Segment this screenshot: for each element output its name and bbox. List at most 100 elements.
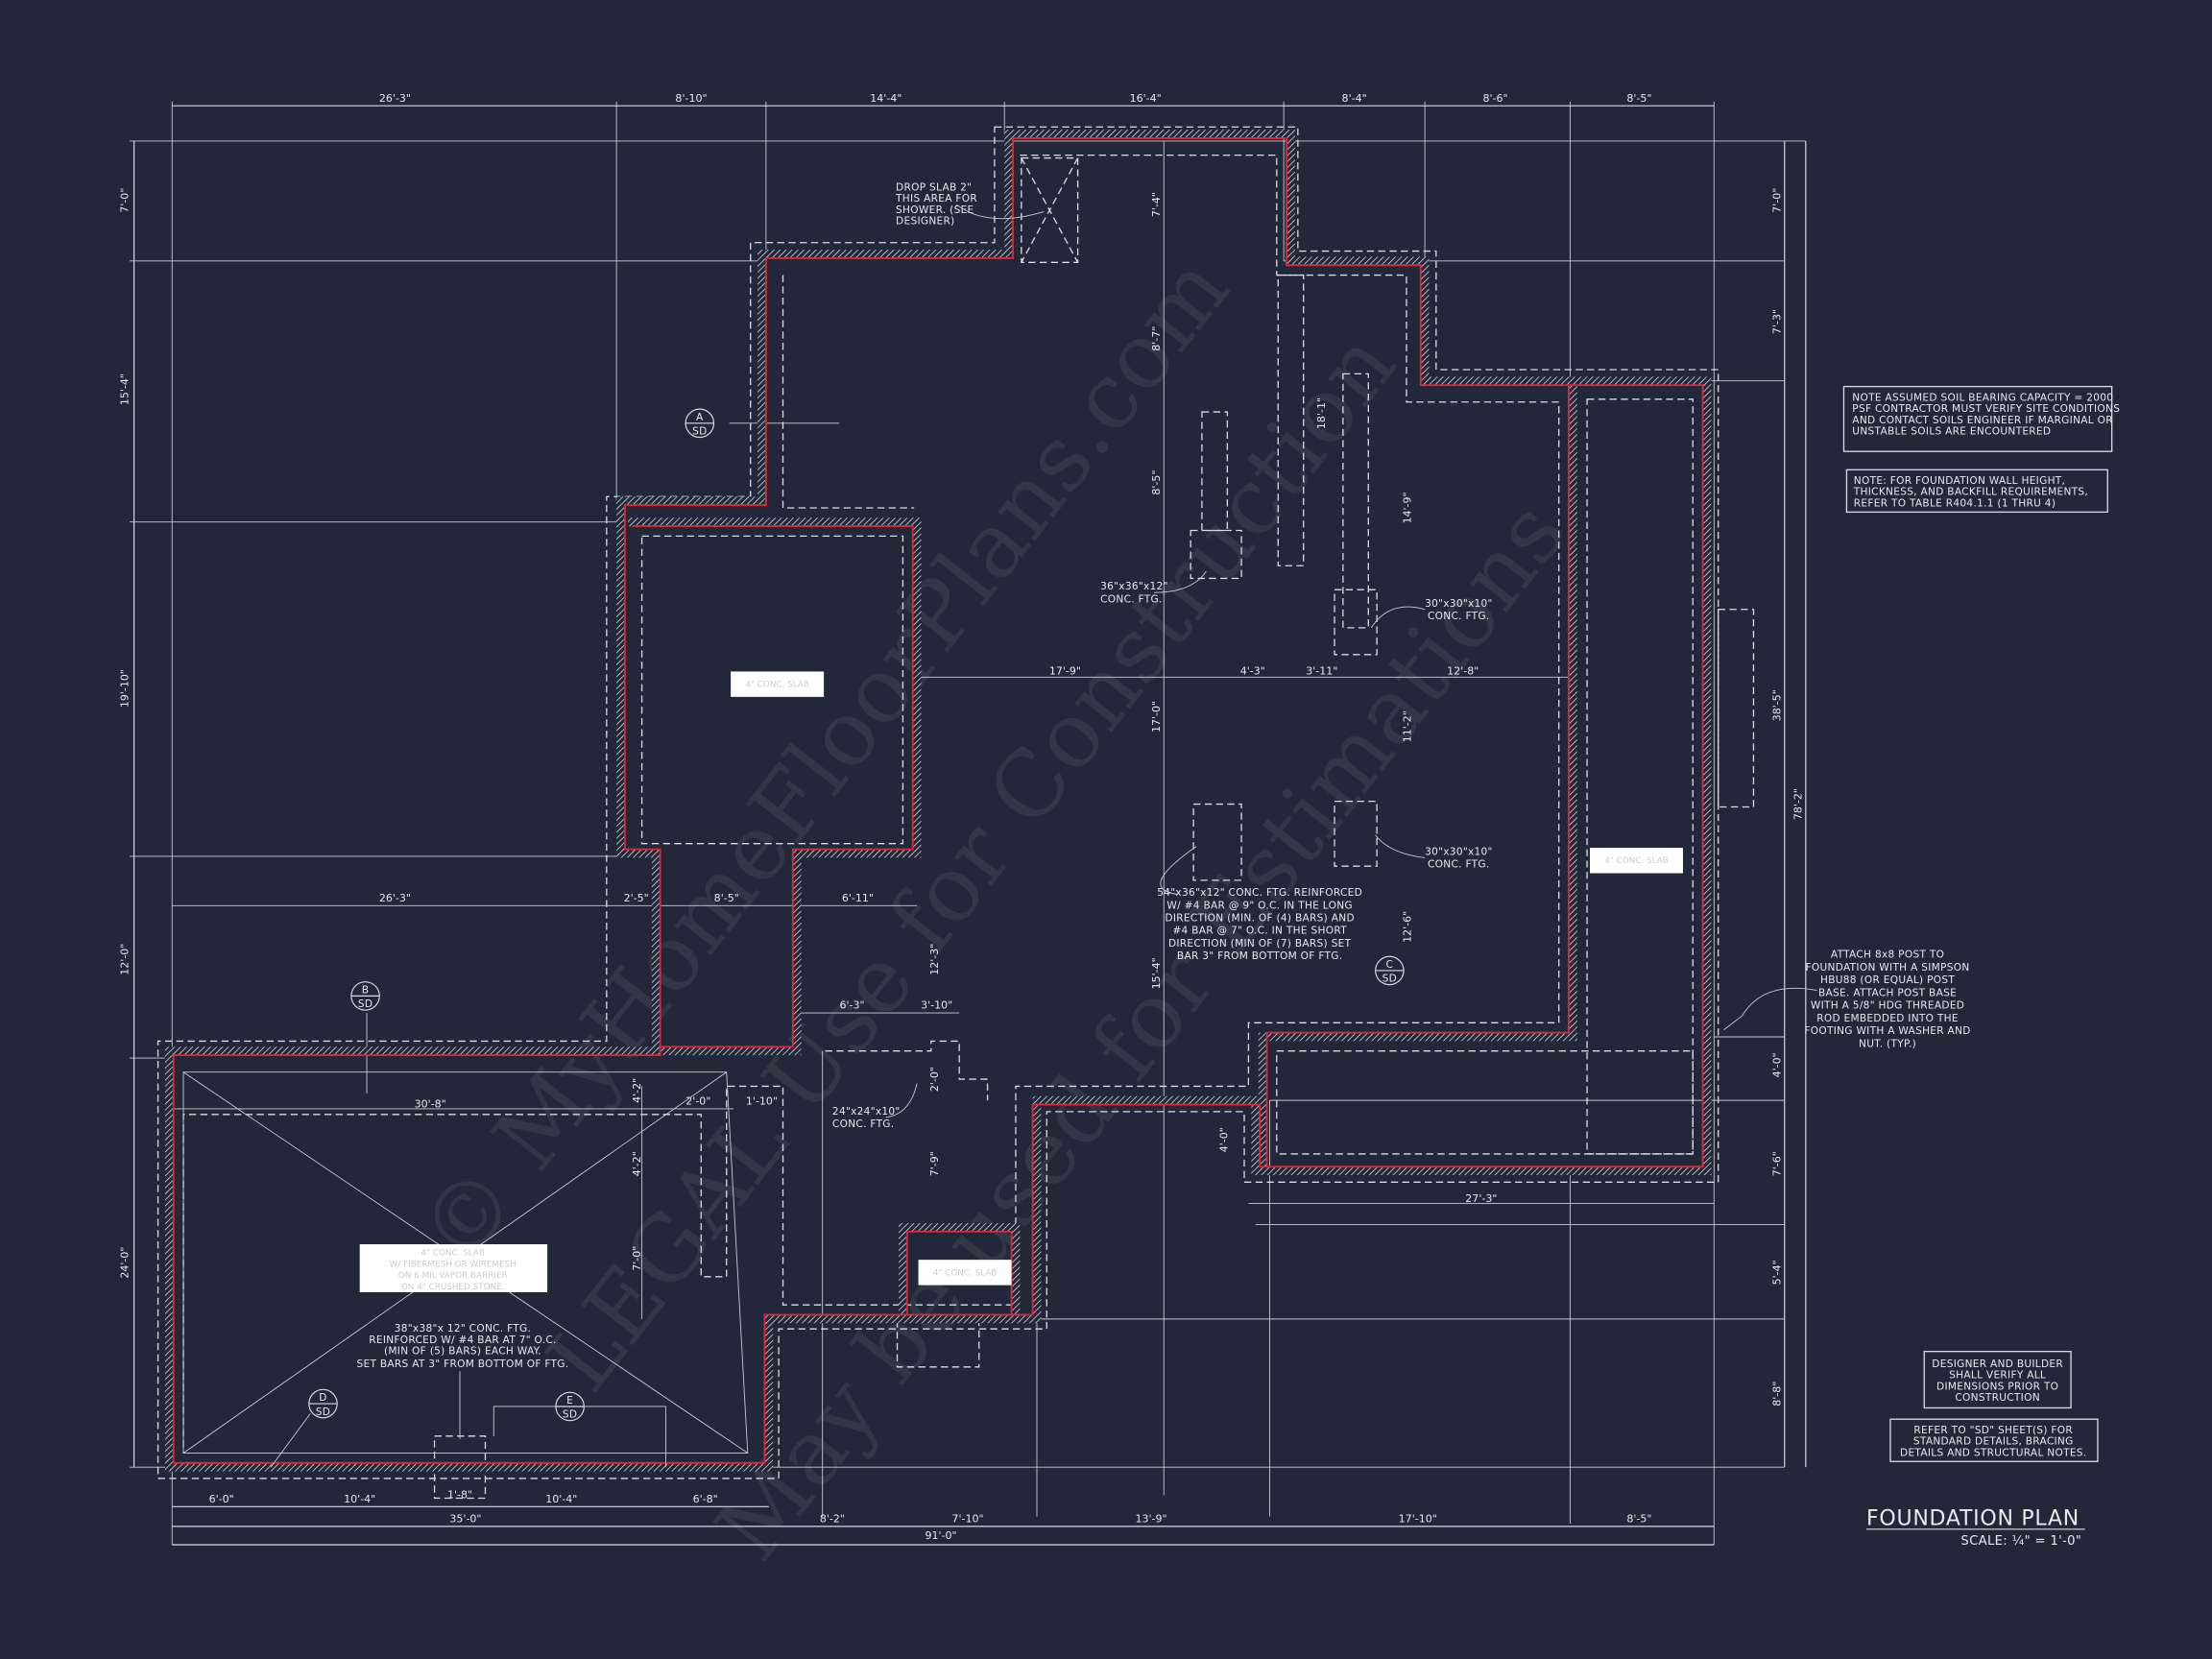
slab-labels: 4" CONC. SLAB 4" CONC. SLAB 4" CONC. SLA… (359, 671, 1683, 1292)
dim-interior: 3'-10" (921, 999, 952, 1012)
svg-text:ATTACH 8x8 POST TO: ATTACH 8x8 POST TO (1831, 950, 1944, 961)
annotations: DROP SLAB 2" THIS AREA FOR SHOWER. (SEE … (356, 181, 1970, 1439)
svg-text:24"x24"x10": 24"x24"x10" (832, 1106, 901, 1118)
dim-interior: 15'-4" (1150, 957, 1163, 989)
dim-top: 8'-6" (1483, 92, 1508, 105)
dim-interior: 12'-8" (1447, 664, 1479, 677)
top-dimensions: 26'-3" 8'-10" 14'-4" 16'-4" 8'-4" 8'-6" … (379, 92, 1652, 105)
svg-text:NUT. (TYP.): NUT. (TYP.) (1859, 1038, 1916, 1049)
slab-label-box (1590, 848, 1683, 874)
drawing-title: FOUNDATION PLAN (1866, 1506, 2080, 1530)
dim-bottom: 6'-0" (209, 1493, 234, 1505)
dim-right: 4'-0" (1770, 1052, 1783, 1077)
section-marker-a[interactable]: A SD (685, 408, 715, 439)
garage-slab-label: 4" CONC. SLAB (421, 1249, 485, 1259)
svg-text:(MIN OF (5) BARS) EACH WAY.: (MIN OF (5) BARS) EACH WAY. (384, 1346, 541, 1358)
dim-right: 7'-0" (1770, 188, 1783, 213)
left-dimensions: 7'-0" 15'-4" 19'-10" 12'-0" 24'-0" (119, 188, 132, 1279)
svg-text:DIRECTION (MIN. OF (4) BARS) A: DIRECTION (MIN. OF (4) BARS) AND (1165, 913, 1354, 925)
dim-bottom-total: 91'-0" (926, 1529, 957, 1542)
svg-text:CONC. FTG.: CONC. FTG. (1428, 611, 1490, 622)
dim-top: 8'-10" (675, 92, 707, 105)
dim-interior: 12'-3" (928, 944, 941, 975)
dim-right: 38'-5" (1770, 689, 1783, 721)
dim-left: 24'-0" (119, 1247, 132, 1279)
dimension-lines (133, 105, 1807, 1546)
dim-top: 16'-4" (1130, 92, 1162, 105)
svg-text:DESIGNER): DESIGNER) (896, 216, 955, 228)
section-marker-d[interactable]: D SD (270, 1388, 338, 1468)
slab-label-box (918, 1260, 1012, 1286)
svg-text:WITH A 5/8" HDG THREADED: WITH A 5/8" HDG THREADED (1811, 1000, 1964, 1012)
garage-slab-label: W/ FIBERMESH OR WIREMESH (390, 1261, 517, 1270)
footing-24-note: 24"x24"x10" CONC. FTG. (832, 1083, 918, 1130)
svg-text:SD: SD (563, 1409, 577, 1421)
footing-36-note: 36"x36"x12" CONC. FTG. (1100, 570, 1207, 605)
dim-interior: 3'-11" (1306, 664, 1337, 677)
dim-interior: 2'-0" (928, 1067, 941, 1092)
dim-interior: 7'-4" (1150, 192, 1163, 217)
svg-text:REFER TO TABLE R404.1.1 (1 THR: REFER TO TABLE R404.1.1 (1 THRU 4) (1854, 498, 2056, 510)
dim-bottom: 6'-8" (693, 1493, 718, 1505)
svg-text:BAR 3" FROM BOTTOM OF FTG.: BAR 3" FROM BOTTOM OF FTG. (1177, 950, 1342, 962)
post-note: ATTACH 8x8 POST TO FOUNDATION WITH A SIM… (1723, 950, 1970, 1049)
svg-text:DIRECTION (MIN OF (7) BARS) SE: DIRECTION (MIN OF (7) BARS) SET (1168, 938, 1352, 950)
dim-left: 19'-10" (119, 669, 132, 708)
dim-interior: 4'-0" (1217, 1127, 1230, 1152)
garage-slab-label: ON 4" CRUSHED STONE. (401, 1283, 505, 1292)
svg-text:DETAILS AND STRUCTURAL NOTES.: DETAILS AND STRUCTURAL NOTES. (1900, 1447, 2086, 1458)
svg-text:AND CONTACT SOILS ENGINEER IF: AND CONTACT SOILS ENGINEER IF MARGINAL O… (1852, 415, 2113, 426)
footing-outlines (156, 126, 1755, 1500)
footing-38-note: 38"x38"x 12" CONC. FTG. REINFORCED W/ #4… (356, 1323, 568, 1439)
dim-right: 8'-8" (1770, 1382, 1783, 1407)
dim-bottom: 10'-4" (545, 1493, 577, 1505)
svg-text:#4 BAR @ 7" O.C. IN THE SHORT: #4 BAR @ 7" O.C. IN THE SHORT (1172, 926, 1347, 937)
svg-text:ROD EMBEDDED INTO THE: ROD EMBEDDED INTO THE (1816, 1013, 1959, 1024)
drawing-scale: SCALE: ¼" = 1'-0" (1960, 1534, 2081, 1549)
dim-top: 14'-4" (870, 92, 902, 105)
dim-bottom: 17'-10" (1399, 1512, 1437, 1525)
bottom-dimensions: 6'-0" 10'-4" 10'-4" 6'-8" 1'-8" 35'-0" 8… (209, 1488, 1652, 1542)
svg-text:FOOTING WITH A WASHER AND: FOOTING WITH A WASHER AND (1804, 1025, 1970, 1037)
dim-top: 26'-3" (379, 92, 411, 105)
svg-text:PSF CONTRACTOR MUST VERIFY SIT: PSF CONTRACTOR MUST VERIFY SITE CONDITIO… (1852, 403, 2120, 415)
refer-sd-note: REFER TO "SD" SHEET(S) FOR STANDARD DETA… (1889, 1418, 2099, 1462)
dim-bottom: 10'-4" (344, 1493, 375, 1505)
svg-text:SD: SD (692, 426, 707, 438)
svg-text:CONC. FTG.: CONC. FTG. (1100, 593, 1163, 605)
dim-interior: 4'-2" (631, 1151, 643, 1176)
svg-text:C: C (1386, 959, 1394, 971)
title-block: FOUNDATION PLAN SCALE: ¼" = 1'-0" (1866, 1506, 2085, 1549)
svg-text:STANDARD DETAILS, BRACING: STANDARD DETAILS, BRACING (1913, 1436, 2074, 1448)
dim-interior: 18'-1" (1315, 397, 1328, 429)
svg-text:HBU88 (OR EQUAL) POST: HBU88 (OR EQUAL) POST (1820, 974, 1955, 986)
svg-text:THIS AREA FOR: THIS AREA FOR (895, 193, 977, 204)
foundation-wall-note: NOTE: FOR FOUNDATION WALL HEIGHT, THICKN… (1845, 469, 2108, 514)
dim-interior: 2'-0" (685, 1095, 710, 1108)
section-marker-b[interactable]: B SD (350, 981, 380, 1011)
dim-interior: 11'-2" (1401, 710, 1413, 742)
section-markers: A SD B SD C SD D SD E SD (270, 408, 1405, 1468)
footing-54-note: 54"x36"x12" CONC. FTG. REINFORCED W/ #4 … (1157, 846, 1362, 962)
garage-slab-label-box (359, 1244, 548, 1292)
dim-right: 5'-4" (1770, 1260, 1783, 1285)
dim-right-total: 78'-2" (1791, 788, 1804, 820)
svg-text:36"x36"x12": 36"x36"x12" (1100, 581, 1168, 592)
dim-interior: 6'-3" (839, 999, 864, 1012)
svg-text:THICKNESS, AND BACKFILL REQUIR: THICKNESS, AND BACKFILL REQUIREMENTS, (1853, 487, 2088, 498)
grid-lines (130, 101, 1806, 1545)
dim-interior: 7'-0" (631, 1246, 643, 1271)
section-marker-c[interactable]: C SD (1375, 955, 1405, 986)
dim-bottom: 8'-2" (820, 1512, 845, 1525)
svg-text:CONC. FTG.: CONC. FTG. (832, 1118, 895, 1130)
svg-text:B: B (362, 984, 370, 996)
svg-text:SD: SD (316, 1407, 330, 1418)
section-marker-e[interactable]: E SD (493, 1391, 666, 1468)
svg-text:E: E (566, 1395, 573, 1407)
dim-bottom: 8'-5" (1626, 1512, 1651, 1525)
svg-text:A: A (696, 412, 704, 423)
svg-text:W/ #4 BAR @ 9" O.C. IN THE LON: W/ #4 BAR @ 9" O.C. IN THE LONG (1166, 900, 1352, 911)
dim-bottom: 1'-8" (447, 1488, 472, 1501)
